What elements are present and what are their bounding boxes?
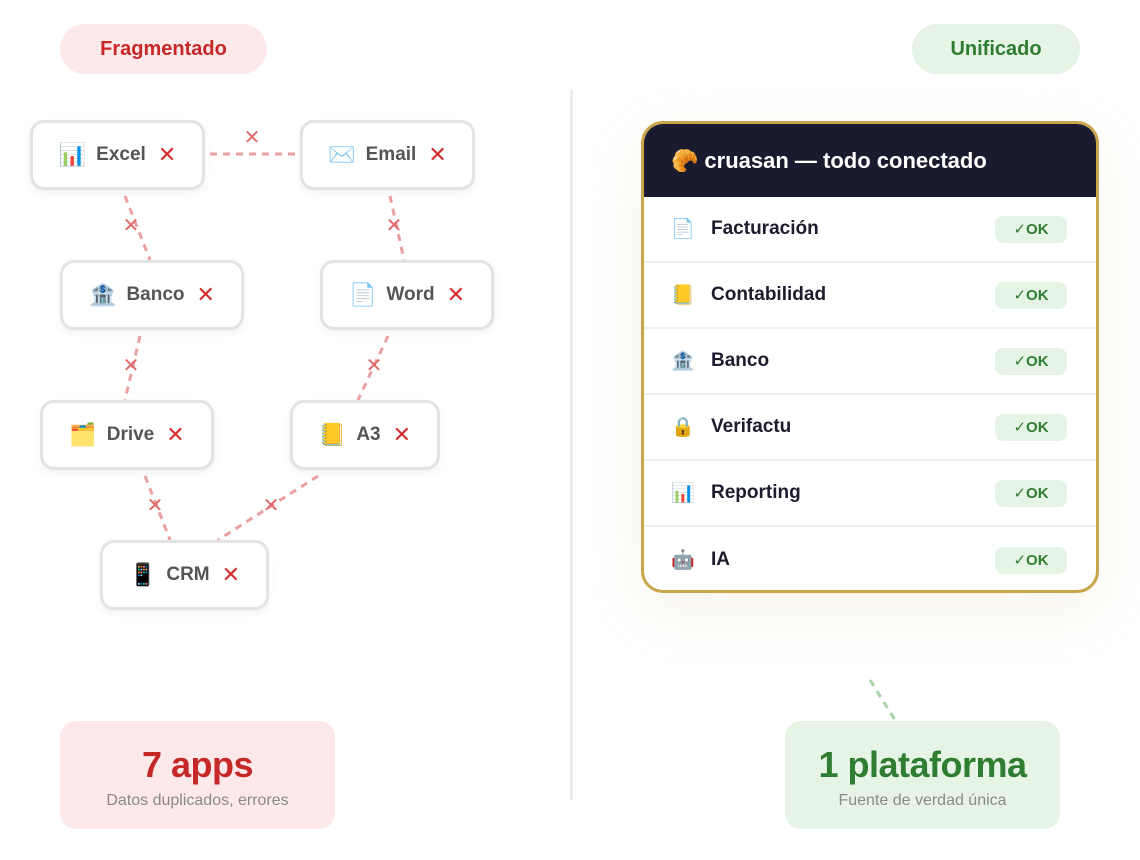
bank-icon: 🏦	[89, 282, 117, 307]
link-email-word	[388, 195, 406, 261]
error-x-icon: ✕	[221, 562, 241, 587]
ok-badge: ✓OK	[995, 413, 1067, 441]
module-label: Verifactu	[711, 416, 792, 437]
module-label: Banco	[711, 350, 770, 371]
summary-title: 1 plataforma	[818, 744, 1027, 785]
app-node-email: ✉️ Email ✕	[300, 120, 475, 190]
break-mark: ✕	[123, 355, 140, 377]
summary-title: 7 apps	[141, 744, 254, 785]
ok-badge: ✓OK	[995, 479, 1067, 507]
fragmented-label: Fragmentado	[60, 24, 267, 74]
notebook-icon: 📒	[671, 285, 695, 306]
center-divider	[570, 90, 573, 800]
card-header: 🥐 cruasan — todo conectado	[644, 124, 1096, 197]
error-x-icon: ✕	[392, 422, 412, 447]
app-name: Banco	[126, 284, 185, 305]
croissant-icon: 🥐	[671, 147, 699, 173]
folder-icon: 🗂️	[69, 422, 97, 447]
ok-badge: ✓OK	[995, 546, 1067, 574]
app-name: Drive	[106, 424, 155, 445]
app-name: Email	[365, 144, 417, 165]
app-node-crm: 📱 CRM ✕	[100, 540, 269, 610]
module-label: Contabilidad	[711, 284, 827, 305]
link-word-a3	[356, 335, 390, 401]
link-drive-crm	[143, 475, 172, 541]
unified-platform-card: 🥐 cruasan — todo conectado 📄 Facturación…	[641, 121, 1099, 593]
app-node-a3: 📒 A3 ✕	[290, 400, 440, 470]
document-icon: 📄	[671, 219, 695, 240]
module-label: Facturación	[711, 218, 819, 239]
module-row: 📄 Facturación ✓OK	[644, 197, 1096, 263]
chart-icon: 📊	[58, 142, 87, 167]
robot-icon: 🤖	[671, 550, 695, 571]
error-x-icon: ✕	[157, 142, 177, 167]
break-mark: ✕	[123, 215, 140, 237]
ok-badge: ✓OK	[995, 347, 1067, 375]
break-mark: ✕	[147, 495, 164, 517]
card-title: cruasan — todo conectado	[704, 147, 987, 173]
link-excel-banco	[123, 195, 152, 261]
app-node-word: 📄 Word ✕	[320, 260, 494, 330]
module-row: 📒 Contabilidad ✓OK	[644, 263, 1096, 329]
module-row: 🤖 IA ✓OK	[644, 527, 1096, 590]
ok-badge: ✓OK	[995, 281, 1067, 309]
document-icon: 📄	[348, 282, 377, 307]
module-label: Reporting	[711, 482, 801, 503]
summary-subtitle: Datos duplicados, errores	[106, 792, 289, 809]
error-x-icon: ✕	[446, 282, 466, 307]
module-row: 🔒 Verifactu ✓OK	[644, 395, 1096, 461]
app-name: CRM	[166, 564, 210, 585]
app-node-banco: 🏦 Banco ✕	[60, 260, 244, 330]
phone-icon: 📱	[128, 562, 157, 587]
lock-icon: 🔒	[671, 417, 695, 438]
app-name: Word	[386, 284, 435, 305]
unified-label: Unificado	[912, 24, 1080, 74]
error-x-icon: ✕	[428, 142, 447, 167]
app-node-excel: 📊 Excel ✕	[30, 120, 205, 190]
break-mark: ✕	[366, 355, 383, 377]
error-x-icon: ✕	[196, 282, 215, 307]
app-node-drive: 🗂️ Drive ✕	[40, 400, 214, 470]
break-mark: ✕	[386, 215, 403, 237]
module-label: IA	[711, 549, 730, 570]
break-mark: ✕	[244, 127, 261, 149]
link-a3-crm	[217, 474, 319, 542]
chart-icon: 📊	[671, 483, 695, 504]
app-name: Excel	[96, 144, 146, 165]
bank-icon: 🏦	[671, 351, 695, 372]
app-name: A3	[356, 424, 381, 445]
break-mark: ✕	[263, 495, 280, 517]
notebook-icon: 📒	[318, 422, 347, 447]
link-banco-drive	[123, 335, 142, 401]
ok-badge: ✓OK	[995, 215, 1067, 243]
fragmented-summary: 7 apps Datos duplicados, errores	[60, 721, 335, 829]
envelope-icon: ✉️	[328, 142, 356, 167]
module-row: 📊 Reporting ✓OK	[644, 461, 1096, 527]
unified-summary: 1 plataforma Fuente de verdad única	[785, 721, 1060, 829]
link-card-summary	[868, 679, 897, 721]
module-row: 🏦 Banco ✓OK	[644, 329, 1096, 395]
summary-subtitle: Fuente de verdad única	[838, 792, 1007, 809]
error-x-icon: ✕	[166, 422, 185, 447]
